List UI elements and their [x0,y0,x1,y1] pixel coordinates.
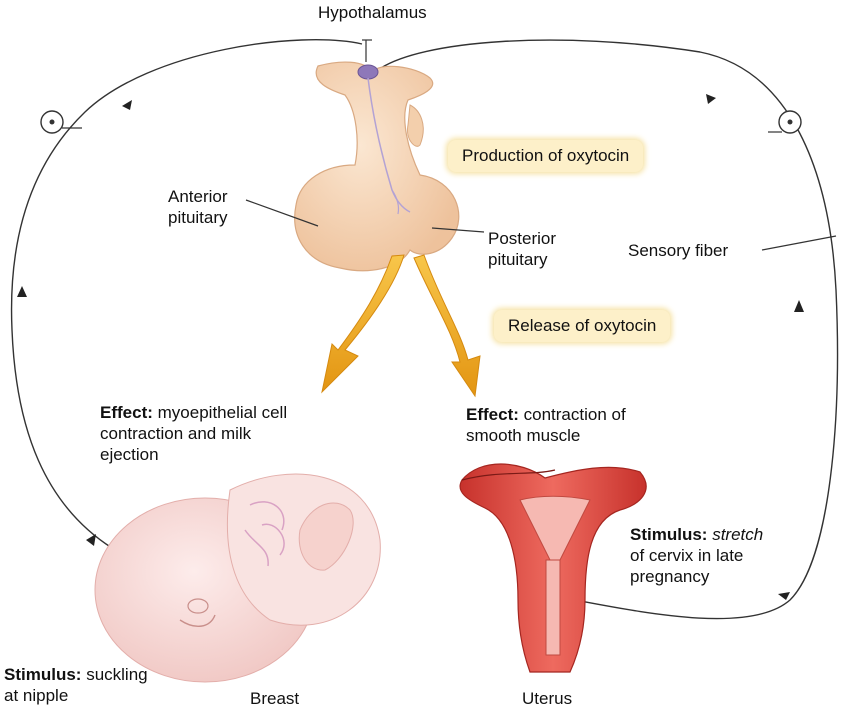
stimulus-left-line2: at nipple [4,685,148,706]
leader-sensory [762,236,836,250]
arrowhead-icon-6 [778,592,790,600]
stimulus-right-line3: pregnancy [630,566,763,587]
anterior-line2: pituitary [168,207,228,228]
effect-left-text: Effect: myoepithelial cell contraction a… [100,402,287,465]
hypothalamus-nucleus [358,65,378,79]
arrowhead-icon-4 [706,94,716,104]
effect-right-line1: contraction of [524,405,626,424]
stimulus-left-text: Stimulus: suckling at nipple [4,664,148,706]
hypothalamus-label: Hypothalamus [318,2,427,23]
effect-right-text: Effect: contraction of smooth muscle [466,404,626,446]
anterior-pituitary-label: Anterior pituitary [168,186,228,228]
infant-breastfeeding-illustration [95,474,380,682]
stimulus-left-title: Stimulus: [4,665,81,684]
posterior-pituitary-label: Posterior pituitary [488,228,556,270]
effect-left-title: Effect: [100,403,153,422]
effect-right-line2: smooth muscle [466,425,626,446]
stimulus-right-text: Stimulus: stretch of cervix in late preg… [630,524,763,587]
breast-label: Breast [250,688,299,709]
effect-left-line1: myoepithelial cell [158,403,287,422]
production-of-oxytocin-callout: Production of oxytocin [448,140,643,172]
effect-left-line3: ejection [100,444,287,465]
release-arrow-left [322,255,404,392]
pituitary-gland [295,40,459,271]
stimulus-right-line1: stretch [712,525,763,544]
arrowhead-icon-3 [86,534,96,546]
stimulus-right-title: Stimulus: [630,525,707,544]
uterus-illustration [460,464,646,672]
uterus-label: Uterus [522,688,572,709]
arrowhead-icon-1 [122,100,132,110]
sensory-fiber-label: Sensory fiber [628,240,728,261]
effect-left-line2: contraction and milk [100,423,287,444]
stimulus-right-line2: of cervix in late [630,545,763,566]
release-arrow-right [414,255,480,396]
arrowhead-icon-2 [17,286,27,297]
posterior-line2: pituitary [488,249,556,270]
effect-right-title: Effect: [466,405,519,424]
anterior-line1: Anterior [168,186,228,207]
receptor-icon-right [768,111,801,133]
release-of-oxytocin-callout: Release of oxytocin [494,310,670,342]
posterior-line1: Posterior [488,228,556,249]
arrowhead-icon-5 [794,300,804,312]
stimulus-left-line1: suckling [86,665,147,684]
